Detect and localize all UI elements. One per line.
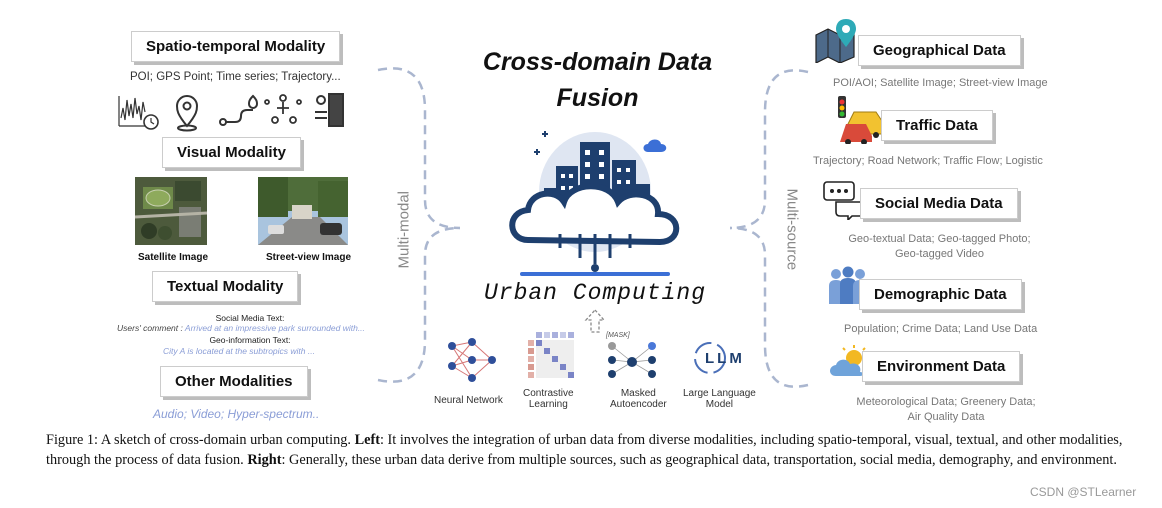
connector-lines	[377, 67, 809, 388]
urban-computing-label: Urban Computing	[483, 280, 707, 306]
caption-left-label: Left	[354, 432, 380, 448]
users-comment-line: Users' comment : Arrived at an impressiv…	[117, 323, 365, 333]
masked-label-line2: Autoencoder	[610, 399, 667, 410]
masked-label-line1: Masked	[620, 388, 656, 399]
door-exit-icon	[315, 93, 344, 127]
environment-data-sub1: Meteorological Data; Greenery Data;	[856, 396, 1036, 408]
llm-label-line2: Model	[705, 399, 734, 410]
users-comment-body: Arrived at an impressive park surrounded…	[184, 323, 365, 333]
spatio-icons	[118, 93, 344, 132]
people-route-icon	[264, 94, 302, 124]
textual-modality-box: Textual Modality	[152, 271, 299, 302]
caption-right-label: Right	[247, 452, 282, 468]
street-view-image-label: Street-view Image	[266, 252, 352, 263]
neural-network-icon	[448, 338, 496, 382]
visual-modality-box: Visual Modality	[162, 137, 301, 168]
demographic-data-sub: Population; Crime Data; Land Use Data	[844, 323, 1038, 335]
up-arrow-icon	[584, 309, 606, 333]
chat-bubbles-icon	[823, 181, 867, 220]
llm-label-line1: Large Language	[683, 388, 756, 399]
geo-information-body: City A is located at the subtropics with…	[163, 346, 315, 356]
contrastive-label-line1: Contrastive	[523, 388, 574, 399]
center-title-line2: Fusion	[556, 84, 639, 112]
center-title-line1: Cross-domain Data	[482, 48, 713, 76]
llm-logo-text: LLM	[705, 350, 745, 367]
traffic-icon	[838, 96, 885, 144]
street-view-image	[258, 177, 348, 245]
multi-source-label: Multi-source	[783, 188, 801, 271]
geographical-data-sub: POI/AOI; Satellite Image; Street-view Im…	[833, 77, 1048, 89]
geo-information-text-heading: Geo-information Text:	[209, 335, 291, 345]
multi-modal-label: Multi-modal	[395, 190, 413, 269]
llm-logo-icon	[694, 342, 726, 374]
users-comment-prefix: Users' comment :	[117, 323, 183, 333]
llm-label: Large Language Model	[683, 388, 756, 410]
social-media-data-sub1: Geo-textual Data; Geo-tagged Photo;	[848, 233, 1031, 245]
spatio-temporal-sub: POI; GPS Point; Time series; Trajectory.…	[130, 71, 341, 83]
traffic-data-box: Traffic Data	[881, 110, 993, 141]
environment-data-sub2: Air Quality Data	[907, 411, 985, 423]
cloud-city-icon	[509, 131, 680, 276]
contrastive-label-line2: Learning	[528, 399, 568, 410]
satellite-image	[135, 177, 207, 245]
caption-right-text: : Generally, these urban data derive fro…	[281, 452, 1117, 468]
trajectory-icon	[219, 94, 259, 126]
mask-tag: [MASK]	[606, 332, 630, 339]
caption-fig-number: Figure 1:	[46, 432, 99, 448]
location-pin-icon	[175, 95, 199, 132]
other-modalities-box: Other Modalities	[160, 366, 308, 397]
traffic-data-sub: Trajectory; Road Network; Traffic Flow; …	[813, 155, 1043, 167]
social-media-data-box: Social Media Data	[860, 188, 1018, 219]
other-modalities-sub: Audio; Video; Hyper-spectrum..	[153, 407, 320, 421]
figure-caption: Figure 1: A sketch of cross-domain urban…	[46, 430, 1136, 470]
caption-intro: A sketch of cross-domain urban computing…	[100, 432, 351, 448]
center-title: Cross-domain Data Fusion	[455, 44, 740, 116]
contrastive-learning-label: Contrastive Learning	[523, 388, 574, 410]
contrastive-learning-icon	[528, 332, 574, 378]
environment-data-box: Environment Data	[862, 351, 1021, 382]
weather-icon	[830, 345, 868, 376]
map-pin-icon	[815, 19, 856, 63]
time-series-icon	[118, 96, 159, 130]
masked-autoencoder-label: Masked Autoencoder	[610, 388, 667, 410]
geographical-data-box: Geographical Data	[858, 35, 1021, 66]
demographic-data-box: Demographic Data	[859, 279, 1022, 310]
watermark: CSDN @STLearner	[1030, 485, 1137, 499]
satellite-image-label: Satellite Image	[138, 252, 209, 263]
social-media-data-sub2: Geo-tagged Video	[894, 248, 985, 260]
masked-autoencoder-icon	[608, 342, 656, 378]
caption-left-text: : It involves the integration of urban d…	[46, 432, 1123, 468]
neural-network-label: Neural Network	[434, 395, 503, 406]
social-media-text-heading: Social Media Text:	[215, 313, 285, 323]
spatio-temporal-modality-box: Spatio-temporal Modality	[131, 31, 341, 62]
